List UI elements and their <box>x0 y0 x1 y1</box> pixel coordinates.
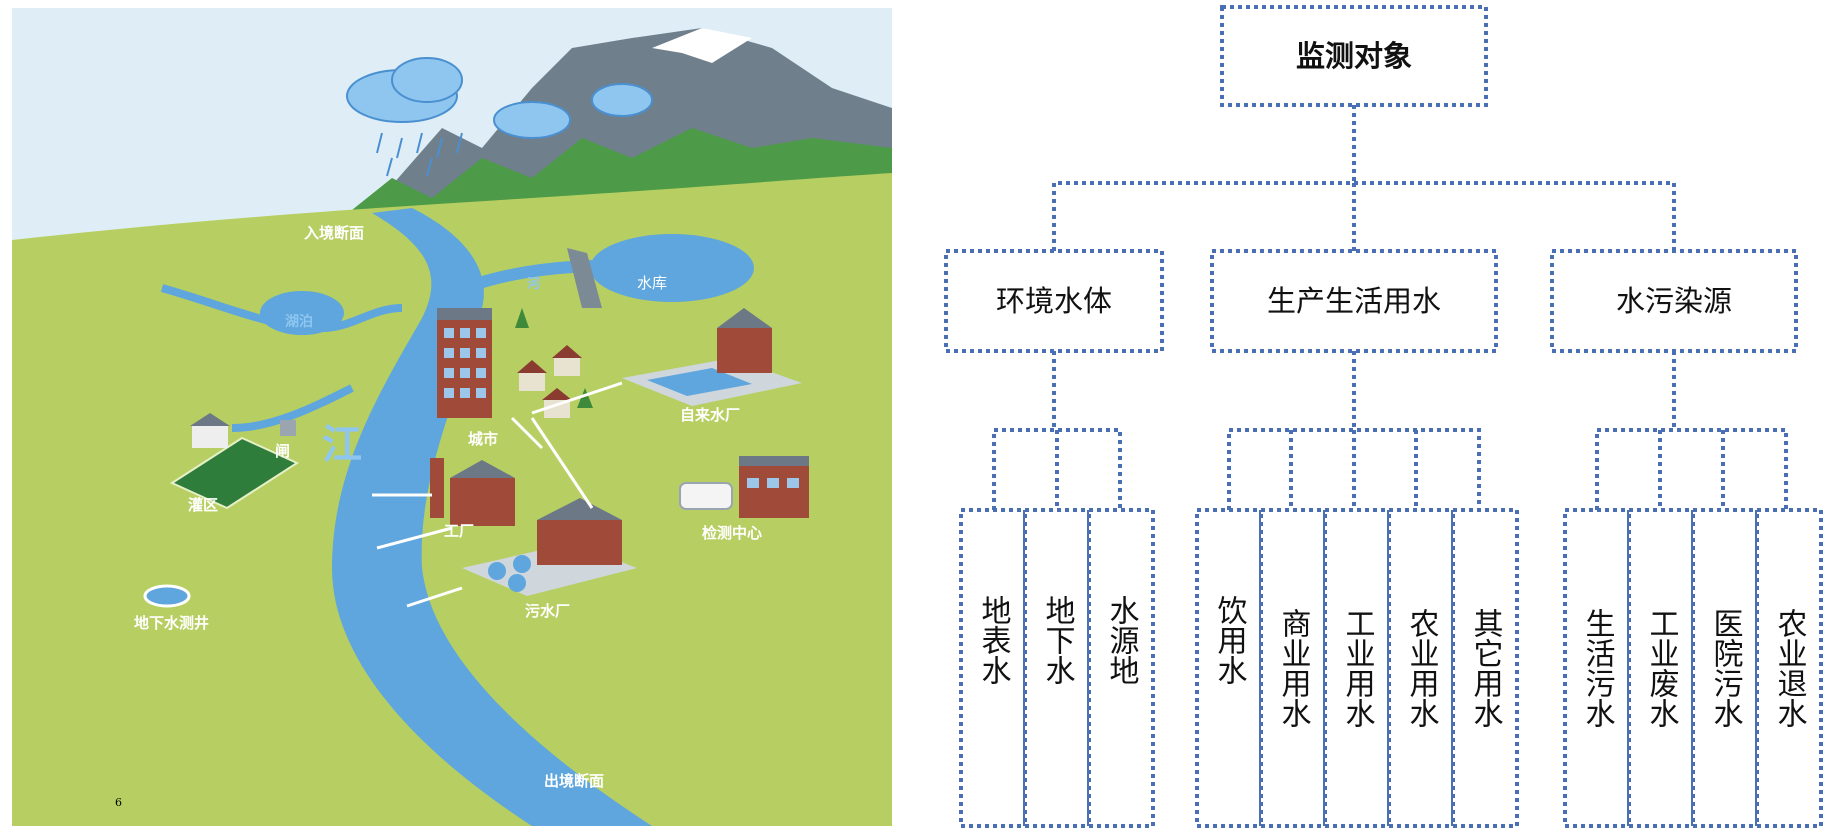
label-groundwater-well: 地下水测井 <box>134 614 209 632</box>
page-number: 6 <box>115 796 122 809</box>
category-label: 环境水体 <box>996 284 1112 318</box>
tree-node-category-environment: 环境水体 <box>944 249 1164 353</box>
leaf-label: 医院污水 <box>1708 608 1743 728</box>
tree-node-root: 监测对象 <box>1220 5 1488 107</box>
river-tributary <box>439 260 593 304</box>
category-label: 生产生活用水 <box>1267 284 1441 318</box>
label-waterworks: 自来水厂 <box>680 406 740 424</box>
dam-icon <box>567 248 602 308</box>
label-irrigation: 灌区 <box>188 496 218 514</box>
tree-leaf: 商业用水 <box>1259 508 1327 828</box>
monitoring-center-icon <box>679 456 809 518</box>
leaf-label: 水源地 <box>1104 595 1140 685</box>
label-monitoring-center: 检测中心 <box>702 524 762 542</box>
tree-canvas: 监测对象 环境水体 生产生活用水 水污染源 地表水 地下水 水源地 <box>944 5 1823 828</box>
leaf-label: 工业用水 <box>1340 608 1376 728</box>
rain-icon <box>376 132 463 177</box>
label-city: 城市 <box>468 430 498 448</box>
map-canvas: 入境断面 湖泊 河 水库 江 城市 自来水厂 闸 灌区 工厂 检测中心 污水厂 … <box>12 8 892 826</box>
reservoir-icon <box>590 234 754 302</box>
leaf-label: 地下水 <box>1040 595 1076 685</box>
sewage-plant-icon <box>462 498 637 596</box>
leaf-label: 地表水 <box>976 595 1012 685</box>
tree-leaf: 生活污水 <box>1563 508 1631 828</box>
tree-leaf: 地表水 <box>959 508 1027 828</box>
city-buildings <box>437 308 593 418</box>
river-left-lower <box>231 384 354 432</box>
leaf-label: 农业退水 <box>1772 608 1808 728</box>
leaf-label: 工业废水 <box>1644 608 1679 728</box>
label-sewage-plant: 污水厂 <box>525 602 570 620</box>
monitoring-objects-tree: 监测对象 环境水体 生产生活用水 水污染源 地表水 地下水 水源地 <box>930 0 1831 835</box>
label-river-small: 河 <box>527 276 540 292</box>
label-inflow-section: 入境断面 <box>304 224 364 242</box>
tree-leaf: 工业废水 <box>1627 508 1695 828</box>
tree-leaf: 医院污水 <box>1691 508 1759 828</box>
label-reservoir: 水库 <box>637 274 667 292</box>
tree-leaf: 水源地 <box>1087 508 1155 828</box>
leaf-label: 商业用水 <box>1276 608 1312 728</box>
water-system-illustration: 入境断面 湖泊 河 水库 江 城市 自来水厂 闸 灌区 工厂 检测中心 污水厂 … <box>12 8 892 826</box>
tree-leaf: 饮用水 <box>1195 508 1263 828</box>
lake-icon <box>260 291 344 335</box>
leaf-label: 其它用水 <box>1468 608 1504 728</box>
label-lake: 湖泊 <box>285 313 313 330</box>
tree-leaf: 农业退水 <box>1755 508 1823 828</box>
waterworks-icon <box>622 308 802 406</box>
river-main <box>332 208 652 826</box>
leaf-label: 饮用水 <box>1212 595 1248 685</box>
factory-icon <box>430 458 515 526</box>
mountain-snowcap <box>652 28 752 63</box>
leaf-label: 生活污水 <box>1580 608 1615 728</box>
category-label: 水污染源 <box>1616 284 1732 318</box>
root-label: 监测对象 <box>1296 39 1412 73</box>
cloud-icon <box>346 57 653 139</box>
tree-node-category-production: 生产生活用水 <box>1210 249 1498 353</box>
irrigation-field-icon <box>169 413 300 510</box>
label-outflow-section: 出境断面 <box>544 772 604 790</box>
tree-node-category-pollution: 水污染源 <box>1550 249 1798 353</box>
groundwater-well-icon <box>143 584 191 608</box>
map-connector-lines <box>372 381 623 608</box>
tree-leaf: 农业用水 <box>1387 508 1455 828</box>
label-factory: 工厂 <box>444 522 474 540</box>
tree-leaf: 地下水 <box>1023 508 1091 828</box>
tree-leaf: 工业用水 <box>1323 508 1391 828</box>
label-river-big: 江 <box>322 422 362 468</box>
tree-connectors <box>992 105 1788 510</box>
tree-leaf: 其它用水 <box>1451 508 1519 828</box>
label-sluice: 闸 <box>275 442 290 460</box>
leaf-label: 农业用水 <box>1404 608 1440 728</box>
